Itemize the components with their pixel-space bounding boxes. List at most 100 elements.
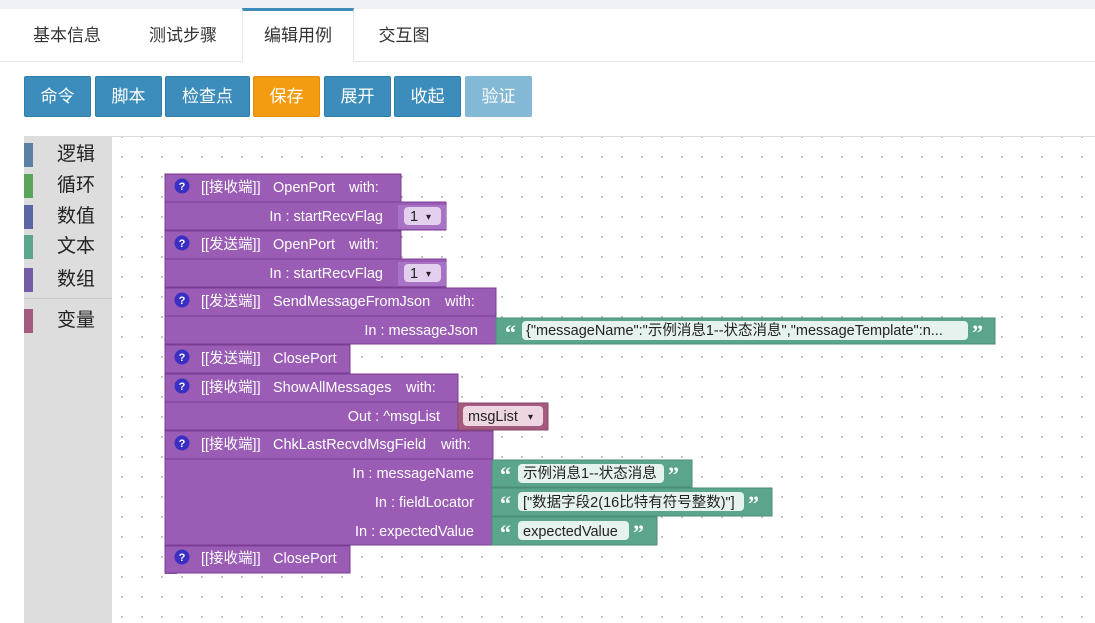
param-value: msgList (468, 409, 518, 425)
toolbox-separator (24, 298, 112, 299)
help-icon-glyph: ? (179, 352, 186, 364)
param-value: 1 (410, 209, 418, 225)
collapse-button[interactable]: 收起 (394, 76, 461, 117)
block-closeport-send[interactable]: ? [[发送端]] ClosePort (164, 344, 351, 374)
param-value: expectedValue (523, 524, 618, 540)
help-icon[interactable] (174, 292, 190, 308)
block-sendmessagefromjson[interactable]: ? [[发送端]] SendMessageFromJson with: In :… (164, 287, 996, 345)
toolbox-category-loops[interactable]: 循环 (24, 171, 112, 201)
category-color-bar (24, 174, 33, 198)
param-value: 1 (410, 266, 418, 282)
help-icon[interactable] (174, 178, 190, 194)
toolbar: 命令 脚本 检查点 保存 展开 收起 验证 (0, 62, 1095, 136)
tab-test-steps[interactable]: 测试步骤 (149, 26, 217, 46)
open-quote-icon: “ (505, 320, 516, 345)
checkpoint-button[interactable]: 检查点 (165, 76, 250, 117)
param-label: In : messageName (352, 466, 474, 482)
tab-bar: 基本信息 测试步骤 编辑用例 交互图 (0, 8, 1095, 62)
block-prefix: [[发送端]] (201, 293, 261, 310)
category-color-bar (24, 205, 33, 229)
toolbox-category-math[interactable]: 数值 (24, 202, 112, 232)
close-quote-icon: ” (972, 320, 983, 345)
category-label: 循环 (57, 174, 96, 196)
text-field[interactable] (522, 321, 968, 340)
block-openport-send[interactable]: ? [[发送端]] OpenPort with: In : startRecvF… (164, 230, 447, 288)
block-prefix: [[发送端]] (201, 236, 261, 253)
block-prefix: [[接收端]] (201, 436, 261, 453)
block-showallmessages[interactable]: ? [[接收端]] ShowAllMessages with: Out : ^m… (164, 373, 549, 431)
toolbox-category-text[interactable]: 文本 (24, 232, 112, 262)
help-icon-glyph: ? (179, 238, 186, 250)
block-chklastrecvdmsgfield[interactable]: ? [[接收端]] ChkLastRecvdMsgField with: In … (164, 430, 773, 546)
block-name: SendMessageFromJson (273, 294, 430, 310)
block-name: OpenPort (273, 237, 335, 253)
block-name: ChkLastRecvdMsgField (273, 437, 426, 453)
param-label: In : messageJson (364, 323, 478, 339)
help-icon[interactable] (174, 549, 190, 565)
block-with: with: (444, 294, 475, 310)
block-name: ShowAllMessages (273, 380, 391, 396)
block-prefix: [[接收端]] (201, 379, 261, 396)
block-with: with: (348, 237, 379, 253)
text-field[interactable] (518, 464, 664, 483)
category-label: 文本 (57, 235, 96, 257)
toolbox: 逻辑 循环 数值 文本 数组 变量 (24, 137, 112, 623)
tab-interaction-diagram[interactable]: 交互图 (378, 26, 430, 46)
help-icon[interactable] (174, 435, 190, 451)
block-prefix: [[接收端]] (201, 179, 261, 196)
block-prefix: [[接收端]] (201, 550, 261, 567)
block-openport-recv[interactable]: ? [[接收端]] OpenPort with: In : startRecvF… (164, 173, 447, 231)
block-name: OpenPort (273, 180, 335, 196)
open-quote-icon: “ (500, 491, 511, 516)
script-button[interactable]: 脚本 (95, 76, 162, 117)
help-icon-glyph: ? (179, 552, 186, 564)
param-label: Out : ^msgList (348, 409, 440, 425)
open-quote-icon: “ (500, 462, 511, 487)
param-label: In : fieldLocator (375, 495, 474, 511)
toolbox-category-lists[interactable]: 数组 (24, 265, 112, 295)
toolbox-category-variables[interactable]: 变量 (24, 306, 112, 336)
category-label: 逻辑 (57, 143, 96, 165)
help-icon-glyph: ? (179, 438, 186, 450)
category-color-bar (24, 309, 33, 333)
param-label: In : startRecvFlag (269, 266, 383, 282)
help-icon[interactable] (174, 349, 190, 365)
category-color-bar (24, 143, 33, 167)
text-field[interactable] (518, 492, 744, 511)
text-field[interactable] (518, 521, 629, 540)
category-label: 数值 (57, 205, 96, 227)
dropdown-arrow-icon: ▾ (426, 269, 431, 280)
close-quote-icon: ” (633, 520, 644, 545)
block-closeport-recv[interactable]: ? [[接收端]] ClosePort (164, 545, 351, 574)
dropdown-arrow-icon: ▾ (426, 212, 431, 223)
help-icon[interactable] (174, 378, 190, 394)
category-label: 数组 (57, 268, 96, 290)
help-icon[interactable] (174, 235, 190, 251)
verify-button[interactable]: 验证 (465, 76, 532, 117)
block-with: with: (348, 180, 379, 196)
command-button[interactable]: 命令 (24, 76, 91, 117)
toolbox-category-logic[interactable]: 逻辑 (24, 140, 112, 170)
close-quote-icon: ” (748, 491, 759, 516)
param-dropdown[interactable] (404, 264, 441, 282)
close-quote-icon: ” (668, 462, 679, 487)
block-name: ClosePort (273, 551, 337, 567)
help-icon-glyph: ? (179, 295, 186, 307)
variable-dropdown[interactable] (463, 406, 543, 426)
param-label: In : expectedValue (355, 524, 474, 540)
help-icon-glyph: ? (179, 181, 186, 193)
dropdown-arrow-icon: ▾ (528, 412, 533, 423)
top-strip (0, 0, 1095, 9)
tab-edit-case[interactable]: 编辑用例 (242, 8, 354, 62)
help-icon-glyph: ? (179, 381, 186, 393)
param-value: {"messageName":"示例消息1--状态消息","messageTem… (526, 322, 943, 339)
category-label: 变量 (57, 309, 96, 331)
open-quote-icon: “ (500, 520, 511, 545)
block-prefix: [[发送端]] (201, 350, 261, 367)
expand-button[interactable]: 展开 (324, 76, 391, 117)
tab-basic-info[interactable]: 基本信息 (33, 26, 101, 46)
block-with: with: (440, 437, 471, 453)
save-button[interactable]: 保存 (253, 76, 320, 117)
param-dropdown[interactable] (404, 207, 441, 225)
